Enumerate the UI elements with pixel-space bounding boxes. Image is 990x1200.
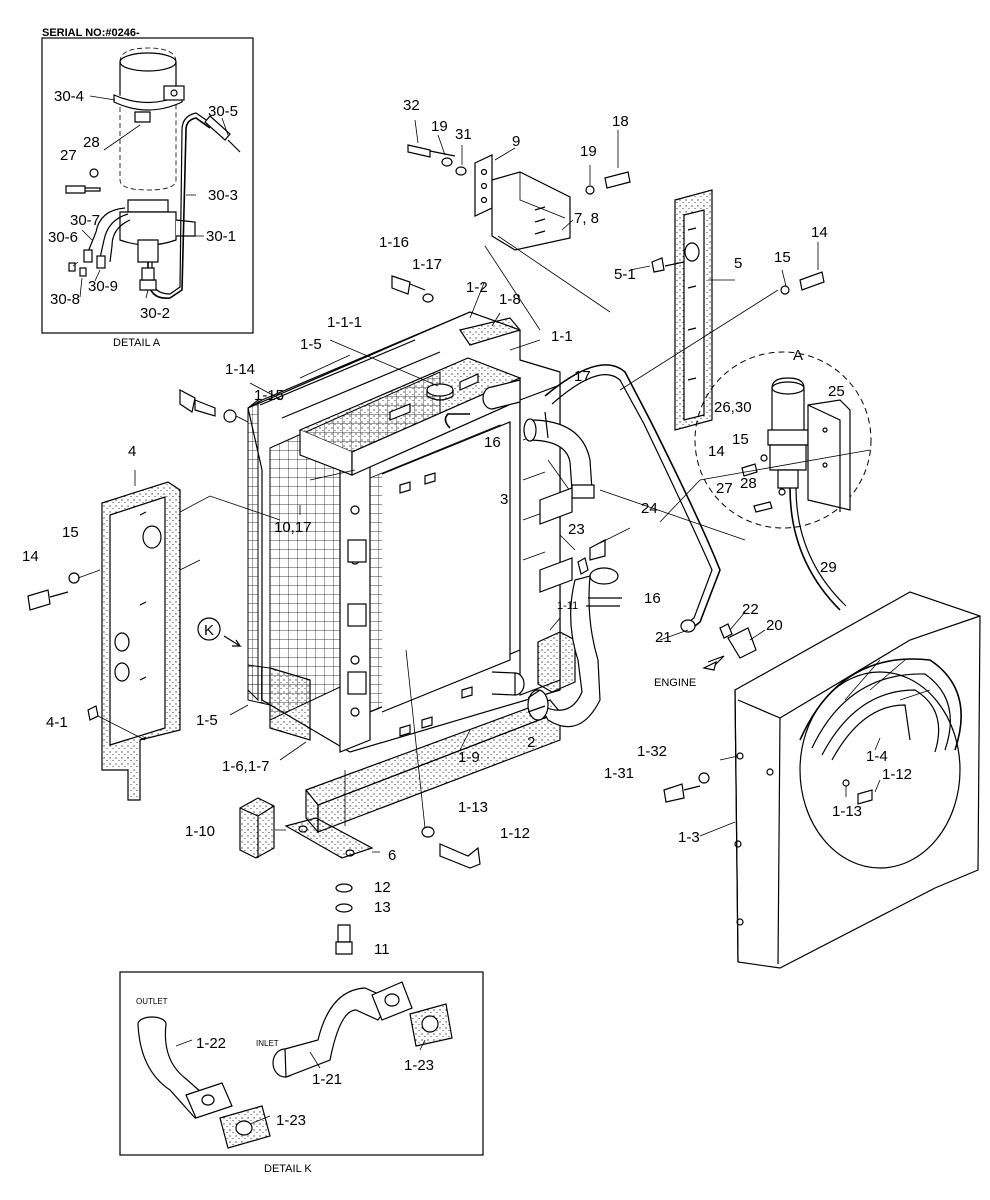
part-label: 5-1 [614,266,636,283]
detail-k-marker: K [204,622,214,639]
part-label: 30-7 [70,212,100,229]
part-label: 18 [612,113,629,130]
bolt-1-16 [391,275,434,303]
part-label: 19 [580,143,597,160]
part-label: 25 [828,383,845,400]
lower-hardware [239,649,481,955]
part-label: 1-17 [412,256,442,273]
part-label: 26,30 [714,399,752,416]
part-label: 21 [655,629,672,646]
part-label: 1-8 [499,291,521,308]
part-label: 24 [641,500,658,517]
part-label: 11 [374,941,390,958]
part-label: 1-15 [254,387,284,404]
detail-a-marker: A [793,347,803,364]
part-label: 28 [83,134,100,151]
part-label: 10,17 [274,519,312,536]
serial-number-label: SERIAL NO:#0246- [42,27,140,39]
part-label: 1-23 [276,1112,306,1129]
part-label: 6 [388,847,396,864]
part-label: 1-9 [458,749,480,766]
part-label: 5 [734,255,742,272]
part-label: 28 [740,475,757,492]
detail-k-box [119,971,484,1156]
part-label: 30-3 [208,187,238,204]
part-label: 1-13 [458,799,488,816]
part-label: 29 [820,559,837,576]
part-label: 13 [374,899,391,916]
part-label: 1-12 [882,766,912,783]
part-label: 2 [527,734,535,751]
part-label: 27 [716,480,733,497]
part-label: 30-1 [206,228,236,245]
detail-a-circle [599,351,872,611]
part-label: 1-2 [466,279,488,296]
outlet-label: OUTLET [136,997,168,1006]
part-label: 7, 8 [574,210,599,227]
part-label: 30-5 [208,103,238,120]
labels: SERIAL NO:#0246- DETAIL A DETAIL K A K E… [22,27,912,1175]
fan-shroud [663,591,981,969]
part-label: 22 [742,601,759,618]
part-label: 32 [403,97,420,114]
part-label: 1-31 [604,765,634,782]
radiator [229,282,576,834]
part-label: 30-4 [54,88,84,105]
hoses [523,411,622,728]
pipes [544,364,766,669]
part-label: 19 [431,118,448,135]
drain-cock [179,389,249,423]
bracket-4 [27,470,281,801]
part-label: 1-13 [832,803,862,820]
inlet-label: INLET [256,1039,279,1048]
part-label: 1-22 [196,1035,226,1052]
part-label: 4 [128,443,136,460]
top-bracket-group [407,119,631,331]
part-label: 1-5 [196,712,218,729]
part-label: 1-32 [637,743,667,760]
part-label: 20 [766,617,783,634]
part-label: 16 [484,434,501,451]
part-label: 14 [708,443,725,460]
part-label: 1-12 [500,825,530,842]
part-label: 1-10 [185,823,215,840]
part-label: 16 [644,590,661,607]
part-label: 1-11 [557,600,578,612]
part-label: 1-4 [866,748,888,765]
detail-k-caption: DETAIL K [264,1163,312,1175]
part-label: 15 [732,431,749,448]
part-label: 1-14 [225,361,255,378]
part-label: 17 [574,368,591,385]
part-label: 3 [500,491,508,508]
part-label: 27 [60,147,77,164]
part-label: 9 [512,133,520,150]
part-label: 4-1 [46,714,68,731]
part-label: 1-16 [379,234,409,251]
part-label: 31 [455,126,472,143]
part-label: 15 [62,524,79,541]
part-label: 1-21 [312,1071,342,1088]
part-label: 15 [774,249,791,266]
part-label: 30-9 [88,278,118,295]
part-label: 12 [374,879,391,896]
part-label: 1-1-1 [327,314,362,331]
engine-label: ENGINE [654,677,696,689]
part-label: 1-5 [300,336,322,353]
detail-a-caption: DETAIL A [113,337,161,349]
part-label: 30-2 [140,305,170,322]
part-label: 30-6 [48,229,78,246]
part-label: 1-1 [551,328,573,345]
part-label: 1-6,1-7 [222,758,270,775]
part-label: 30-8 [50,291,80,308]
part-label: 23 [568,521,585,538]
detail-k-marker-circle [197,617,221,641]
bracket-5 [619,189,825,431]
part-label: 14 [22,548,39,565]
detail-a-box [41,37,254,334]
part-label: 14 [811,224,828,241]
part-label: 1-3 [678,829,700,846]
part-label: 1-23 [404,1057,434,1074]
